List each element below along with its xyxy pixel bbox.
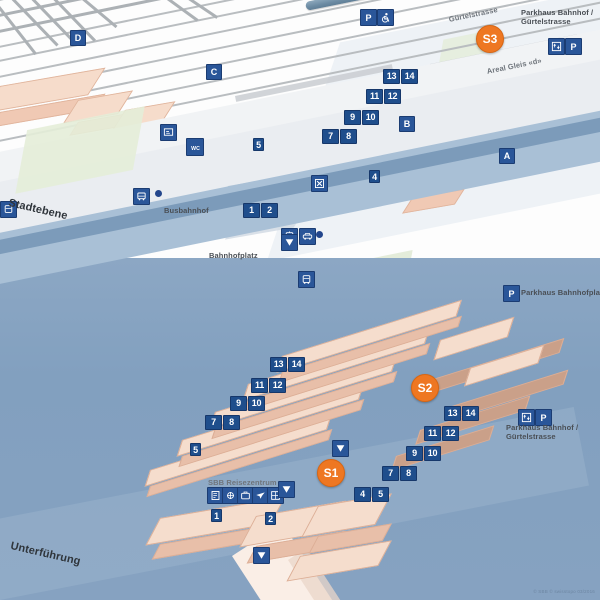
platform-marker-13-14-lower-right[interactable]: 13 14 — [444, 406, 479, 421]
platform-marker-13-14-lower[interactable]: 13 14 — [270, 357, 305, 372]
platform-number: 11 — [251, 378, 268, 393]
platform-number: 13 — [444, 406, 461, 421]
platform-number: 9 — [344, 110, 361, 125]
platform-number: 8 — [340, 129, 357, 144]
sector-marker-b[interactable]: B — [399, 116, 415, 132]
parking-icon[interactable]: P — [503, 285, 520, 302]
platform-marker-9-10-lower-right[interactable]: 9 10 — [406, 446, 441, 461]
sector-marker-a[interactable]: A — [499, 148, 515, 164]
svg-text:P: P — [365, 13, 371, 23]
svg-text:WC: WC — [191, 146, 200, 152]
access-point-s1[interactable]: S1 — [317, 459, 345, 487]
platform-number: 1 — [243, 203, 260, 218]
bus-icon[interactable] — [133, 188, 150, 205]
platform-marker-11-12-lower-right[interactable]: 11 12 — [424, 426, 459, 441]
platform-number: 12 — [269, 378, 286, 393]
parking-icon[interactable]: P — [565, 38, 582, 55]
platform-number: 9 — [406, 446, 423, 461]
escalator-icon[interactable] — [253, 547, 270, 564]
wc-icon[interactable]: WC — [186, 138, 204, 156]
label-sbb-reisezentrum: SBB Reisezentrum — [208, 478, 277, 487]
platform-number: 8 — [223, 415, 240, 430]
elevator-icon[interactable] — [548, 38, 565, 55]
parking-icon[interactable]: P — [360, 9, 377, 26]
platform-marker-5-lower[interactable]: 5 — [190, 443, 201, 456]
platform-number: 10 — [248, 396, 265, 411]
access-point-s3[interactable]: S3 — [476, 25, 504, 53]
platform-number: 10 — [362, 110, 379, 125]
tram-icon[interactable] — [298, 271, 315, 288]
taxi-icon[interactable] — [299, 228, 316, 245]
platform-number: 9 — [230, 396, 247, 411]
access-point-s2[interactable]: S2 — [411, 374, 439, 402]
platform-marker-1-lower[interactable]: 1 — [211, 509, 222, 522]
platform-number: 12 — [442, 426, 459, 441]
platform-marker-7-8-lower-right[interactable]: 7 8 — [382, 466, 417, 481]
platform-marker-7-8-lower[interactable]: 7 8 — [205, 415, 240, 430]
platform-number: 14 — [401, 69, 418, 84]
label-line-1: Parkhaus Bahnhof / — [506, 423, 579, 432]
platform-number: 13 — [270, 357, 287, 372]
platform-number: 7 — [205, 415, 222, 430]
svg-text:P: P — [540, 413, 546, 423]
platform-marker-4-5-lower-right[interactable]: 4 5 — [354, 487, 389, 502]
lost-found-icon[interactable] — [252, 487, 269, 504]
platform-number: 13 — [383, 69, 400, 84]
wheelchair-icon[interactable] — [377, 9, 394, 26]
label-parkhaus-bahnhof-guertelstrasse-top: Parkhaus Bahnhof / Gürtelstrasse — [521, 8, 593, 26]
platform-marker-1-2-upper[interactable]: 1 2 — [243, 203, 278, 218]
platform-marker-13-14-upper[interactable]: 13 14 — [383, 69, 418, 84]
bus-stop-dot — [155, 190, 162, 197]
platform-marker-5-upper[interactable]: 5 — [253, 138, 264, 151]
platform-number: 2 — [261, 203, 278, 218]
label-busbahnhof: Busbahnhof — [164, 206, 209, 215]
svg-text:P: P — [508, 289, 514, 299]
escalator-icon[interactable] — [281, 234, 298, 251]
parking-icon[interactable]: P — [535, 409, 552, 426]
label-parkhaus-bahnhofplatz: Parkhaus Bahnhofplatz — [521, 288, 600, 297]
platform-number: 8 — [400, 466, 417, 481]
platform-number: 11 — [366, 89, 383, 104]
platform-number: 7 — [322, 129, 339, 144]
platform-marker-2-lower[interactable]: 2 — [265, 512, 276, 525]
crossing-icon[interactable] — [311, 175, 328, 192]
platform-number: 4 — [354, 487, 371, 502]
platform-number: 12 — [384, 89, 401, 104]
platform-marker-11-12-upper[interactable]: 11 12 — [366, 89, 401, 104]
svg-text:P: P — [570, 42, 576, 52]
platform-marker-9-10-lower[interactable]: 9 10 — [230, 396, 265, 411]
copyright-notice: © SBB © swisstopo 03/2016 — [533, 589, 595, 594]
platform-number: 5 — [372, 487, 389, 502]
label-line-1: Parkhaus Bahnhof / — [521, 8, 594, 17]
escalator-icon[interactable] — [278, 481, 295, 498]
sector-marker-d[interactable]: D — [70, 30, 86, 46]
escalator-icon[interactable] — [332, 440, 349, 457]
platform-number: 14 — [288, 357, 305, 372]
label-line-2: Gürtelstrasse — [521, 17, 571, 26]
platform-marker-9-10-upper[interactable]: 9 10 — [344, 110, 379, 125]
platform-marker-11-12-lower[interactable]: 11 12 — [251, 378, 286, 393]
sector-marker-c[interactable]: C — [206, 64, 222, 80]
platform-number: 7 — [382, 466, 399, 481]
platform-number: 10 — [424, 446, 441, 461]
label-line-2: Gürtelstrasse — [506, 432, 556, 441]
platform-marker-7-8-upper[interactable]: 7 8 — [322, 129, 357, 144]
elevator-icon[interactable] — [518, 409, 535, 426]
taxi-stop-dot — [316, 231, 323, 238]
label-bahnhofplatz: Bahnhofplatz — [209, 251, 258, 260]
platform-marker-4-upper[interactable]: 4 — [369, 170, 380, 183]
label-parkhaus-bahnhof-guertelstrasse-right: Parkhaus Bahnhof / Gürtelstrasse — [506, 423, 578, 441]
information-icon[interactable] — [160, 124, 177, 141]
tram-icon[interactable] — [0, 201, 17, 218]
platform-number: 14 — [462, 406, 479, 421]
platform-number: 11 — [424, 426, 441, 441]
